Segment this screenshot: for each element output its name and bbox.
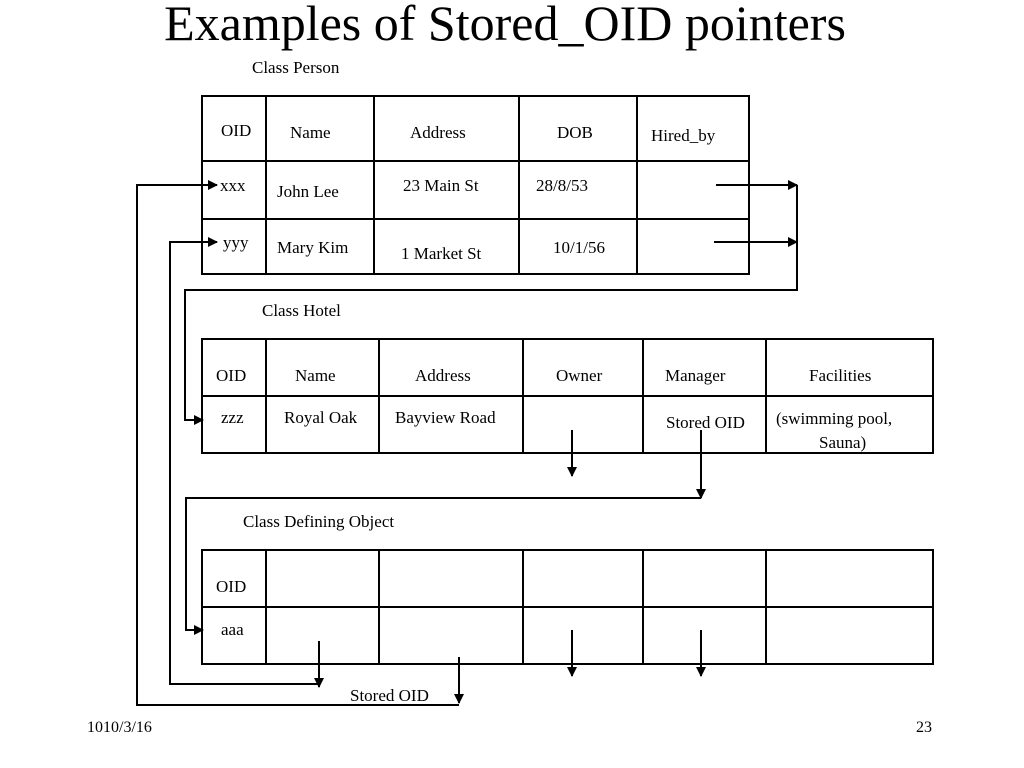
hotel-header-manager: Manager xyxy=(665,366,726,385)
class-person-label: Class Person xyxy=(252,58,340,77)
person-row1-oid: xxx xyxy=(220,176,246,195)
hotel-row-oid: zzz xyxy=(221,408,244,427)
defining-row-oid: aaa xyxy=(221,620,244,639)
hotel-row-name: Royal Oak xyxy=(284,408,358,427)
defining-object-table xyxy=(201,549,934,665)
hotel-header-address: Address xyxy=(415,366,471,385)
return-pointers xyxy=(136,180,459,706)
defining-header-oid: OID xyxy=(216,577,246,596)
hotel-row-facilities-line2: Sauna) xyxy=(819,433,866,452)
hotel-row-facilities-line1: (swimming pool, xyxy=(776,409,892,428)
person-header-name: Name xyxy=(290,123,331,142)
person-row2-address: 1 Market St xyxy=(401,244,482,263)
hotel-header-facilities: Facilities xyxy=(809,366,871,385)
class-hotel-label: Class Hotel xyxy=(262,301,341,320)
hired-by-pointers xyxy=(184,180,798,425)
hotel-row-address: Bayview Road xyxy=(395,408,496,427)
hotel-pointers xyxy=(185,430,706,635)
hotel-table xyxy=(201,338,934,454)
person-header-hired-by: Hired_by xyxy=(651,126,716,145)
person-row1-dob: 28/8/53 xyxy=(536,176,588,195)
defining-stored-oid-label: Stored OID xyxy=(350,686,429,705)
hotel-header-name: Name xyxy=(295,366,336,385)
person-header-oid: OID xyxy=(221,121,251,140)
slide-title: Examples of Stored_OID pointers xyxy=(164,0,846,51)
person-row1-name: John Lee xyxy=(277,182,339,201)
defining-object-pointers xyxy=(314,630,706,704)
hotel-header-owner: Owner xyxy=(556,366,603,385)
footer-date: 1010/3/16 xyxy=(87,719,152,736)
person-row2-oid: yyy xyxy=(223,233,249,252)
person-header-dob: DOB xyxy=(557,123,593,142)
page-number: 23 xyxy=(916,719,932,736)
hotel-header-oid: OID xyxy=(216,366,246,385)
person-row1-address: 23 Main St xyxy=(403,176,479,195)
hotel-row-manager: Stored OID xyxy=(666,413,745,432)
class-defining-object-label: Class Defining Object xyxy=(243,512,394,531)
person-row2-name: Mary Kim xyxy=(277,238,348,257)
person-row2-dob: 10/1/56 xyxy=(553,238,605,257)
person-header-address: Address xyxy=(410,123,466,142)
